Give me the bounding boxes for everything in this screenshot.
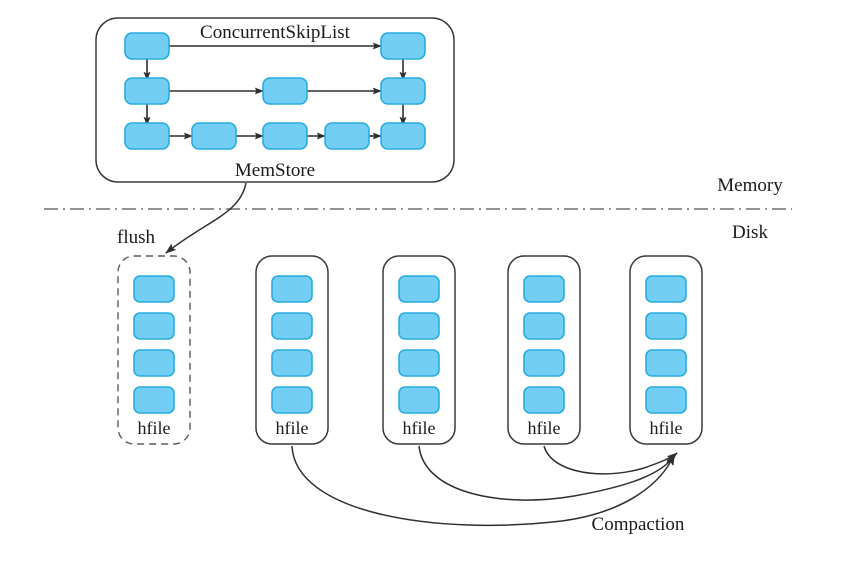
skiplist-node-l3-0[interactable] [124,122,170,150]
hfile-2-label: hfile [276,418,309,438]
skiplist-node-l3-1[interactable] [191,122,237,150]
hfile-5-block-1 [645,312,687,340]
hfile-3-label: hfile [403,418,436,438]
hfile-3-block-0 [398,275,440,303]
concurrent-skiplist-label: ConcurrentSkipList [200,22,351,43]
memstore-group: ConcurrentSkipList MemStore [95,17,455,183]
hfile-4-block-0 [523,275,565,303]
memory-label: Memory [717,175,783,196]
memstore-label: MemStore [235,160,315,181]
compaction-arrow-from-hfile-2 [291,445,675,527]
compaction-arrows-group: Compaction [291,445,685,535]
hfile-4-label: hfile [528,418,561,438]
skiplist-node-l3-2[interactable] [262,122,308,150]
hfile-2-block-3 [271,386,313,414]
hfile-5-block-2 [645,349,687,377]
hfile-5-label: hfile [650,418,683,438]
hfile-4-block-1 [523,312,565,340]
hfile-3-block-3 [398,386,440,414]
skiplist-node-l2-1[interactable] [262,77,308,105]
hfile-3-block-1 [398,312,440,340]
flush-arrow [165,182,247,254]
skiplist-node-l1-1[interactable] [380,32,426,60]
hfile-1-block-2 [133,349,175,377]
compaction-arrow-from-hfile-3 [418,445,676,501]
hfile-5-block-3 [645,386,687,414]
hfile-3-group[interactable]: hfile [382,255,456,445]
hfile-1-group[interactable]: hfile [117,255,191,445]
hfile-3-block-2 [398,349,440,377]
skiplist-node-l2-2[interactable] [380,77,426,105]
skiplist-node-l3-4[interactable] [380,122,426,150]
compaction-label: Compaction [592,514,685,535]
hfile-2-group[interactable]: hfile [255,255,329,445]
hfile-4-block-2 [523,349,565,377]
hfile-1-block-3 [133,386,175,414]
skiplist-node-l1-0[interactable] [124,32,170,60]
skiplist-node-l3-3[interactable] [324,122,370,150]
hfile-5-block-0 [645,275,687,303]
hfile-5-group[interactable]: hfile [629,255,703,445]
disk-label: Disk [732,222,768,243]
hfile-1-block-1 [133,312,175,340]
flush-label: flush [117,227,156,248]
hfile-4-block-3 [523,386,565,414]
memory-disk-separator-group: Memory Disk [44,175,792,243]
hfile-2-block-1 [271,312,313,340]
compaction-arrow-from-hfile-4 [543,445,678,475]
hfile-1-label: hfile [138,418,171,438]
hfile-2-block-0 [271,275,313,303]
hfile-4-group[interactable]: hfile [507,255,581,445]
skiplist-node-l2-0[interactable] [124,77,170,105]
flush-arrow-group: flush [117,182,247,254]
hfile-2-block-2 [271,349,313,377]
hfile-1-block-0 [133,275,175,303]
